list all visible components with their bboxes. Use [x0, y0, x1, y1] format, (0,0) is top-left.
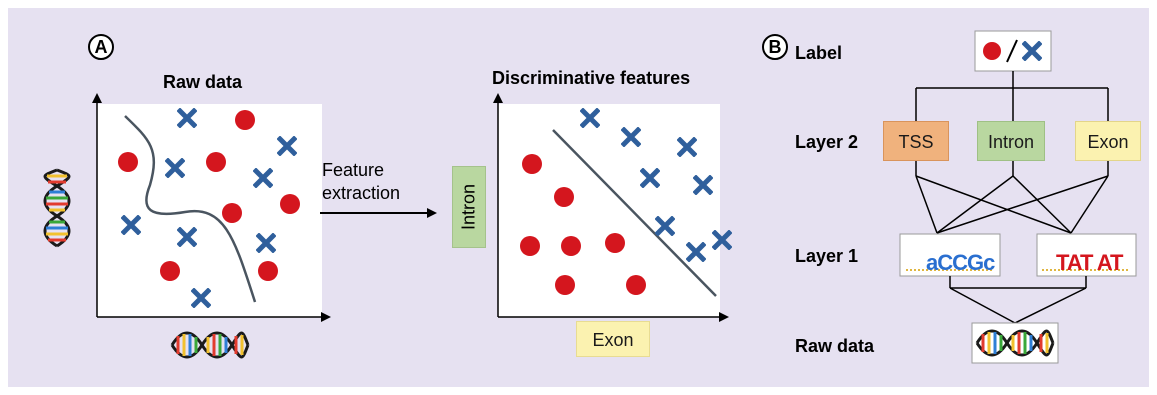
- motif-box-1: aCCGc: [899, 233, 1001, 277]
- blue-cross-icon: [194, 291, 208, 305]
- blue-cross-icon: [624, 130, 638, 144]
- row-label-label: Label: [795, 43, 843, 63]
- blue-cross-icon: [124, 218, 138, 232]
- red-circle-icon: [235, 110, 255, 130]
- blue-cross-icon: [280, 139, 294, 153]
- panel-a-letter: A: [88, 34, 114, 60]
- raw-data-title: Raw data: [163, 72, 243, 92]
- feature-circles: [520, 154, 646, 295]
- red-circle-icon: [522, 154, 542, 174]
- intron-axis-chip: Intron: [452, 166, 486, 248]
- motif-2-logo: TAT AT: [1056, 250, 1124, 275]
- red-circle-icon: [118, 152, 138, 172]
- slash-separator: [1006, 39, 1018, 63]
- layer1-to-raw-connections: [949, 276, 1087, 324]
- label-to-layer2-connections: [915, 71, 1109, 121]
- layer2-to-layer1-connections: [915, 161, 1109, 234]
- blue-cross-icon: [259, 236, 273, 250]
- feature-extraction-label-line1: Feature: [322, 160, 385, 180]
- row-label-layer1: Layer 1: [795, 246, 859, 266]
- red-circle-icon: [280, 194, 300, 214]
- red-circle-icon: [160, 261, 180, 281]
- feature-extraction-label-line2: extraction: [322, 183, 401, 203]
- blue-cross-icon: [180, 111, 194, 125]
- blue-cross-icon: [658, 219, 672, 233]
- blue-cross-icon: [680, 140, 694, 154]
- red-circle-icon: [983, 42, 1001, 60]
- red-circle-icon: [626, 275, 646, 295]
- raw-decision-boundary: [124, 115, 257, 303]
- blue-cross-icon: [168, 161, 182, 175]
- red-circle-icon: [555, 275, 575, 295]
- layer2-node-exon: Exon: [1075, 121, 1141, 161]
- feature-crosses: [583, 111, 729, 259]
- blue-cross-icon: [689, 245, 703, 259]
- blue-cross-icon: [583, 111, 597, 125]
- motif-1-logo: aCCGc: [926, 250, 995, 275]
- red-circle-icon: [258, 261, 278, 281]
- dna-helix-icon: [170, 331, 250, 359]
- red-circle-icon: [520, 236, 540, 256]
- red-circle-icon: [561, 236, 581, 256]
- blue-cross-icon: [715, 233, 729, 247]
- red-circle-icon: [554, 187, 574, 207]
- row-label-raw-data: Raw data: [795, 336, 875, 356]
- exon-axis-chip: Exon: [576, 321, 650, 357]
- row-label-layer2: Layer 2: [795, 132, 859, 152]
- blue-cross-icon: [256, 171, 270, 185]
- dna-helix-icon: [43, 168, 71, 248]
- discriminative-features-title: Discriminative features: [492, 68, 691, 88]
- layer2-node-intron: Intron: [977, 121, 1045, 161]
- blue-cross-icon: [643, 171, 657, 185]
- features-decision-boundary: [552, 129, 717, 297]
- red-circle-icon: [605, 233, 625, 253]
- blue-cross-icon: [180, 230, 194, 244]
- red-circle-icon: [222, 203, 242, 223]
- layer2-node-tss: TSS: [883, 121, 949, 161]
- panel-b-letter: B: [762, 34, 788, 60]
- raw-circles: [118, 110, 300, 281]
- raw-data-box: [971, 322, 1059, 364]
- motif-box-2: TAT AT: [1036, 233, 1137, 277]
- blue-cross-icon: [696, 178, 710, 192]
- red-circle-icon: [206, 152, 226, 172]
